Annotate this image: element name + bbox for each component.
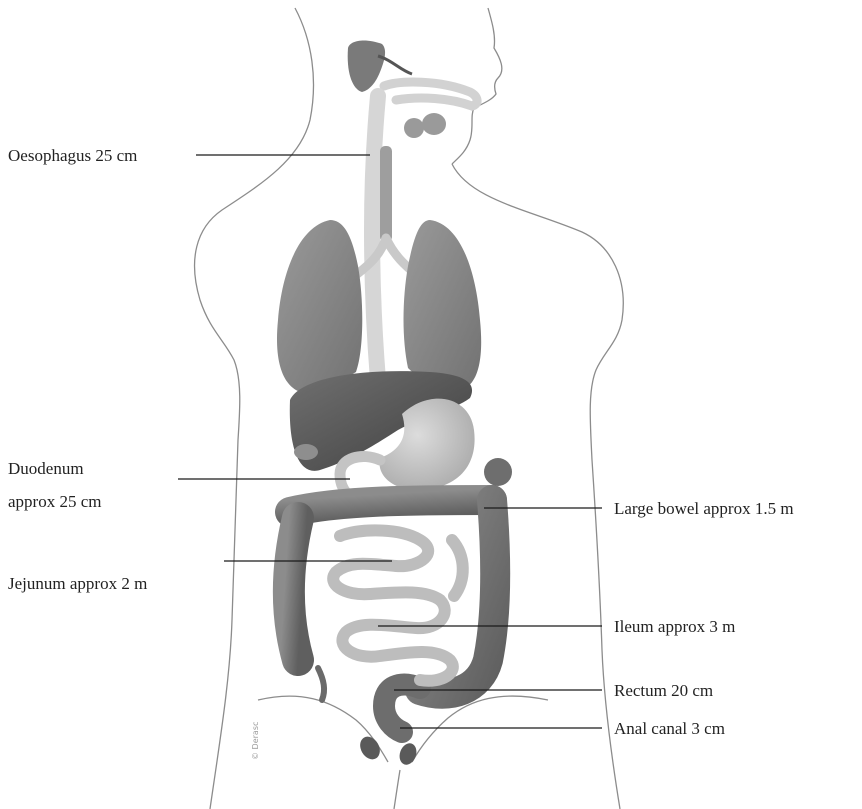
jejunum-coil <box>333 530 440 600</box>
copyright-credit: © Derasc <box>251 722 260 760</box>
ileum-coil <box>342 600 452 681</box>
parotid-gland <box>348 41 385 92</box>
duodenum-length-label: approx 25 cm <box>8 492 101 511</box>
ileum-label: Ileum approx 3 m <box>614 617 735 636</box>
sublingual-gland <box>422 113 446 135</box>
oral-cavity <box>384 82 477 106</box>
rectum-label: Rectum 20 cm <box>614 681 713 700</box>
jejunum-label: Jejunum approx 2 m <box>8 574 147 593</box>
splenic-flexure <box>484 458 512 486</box>
oesophagus-label: Oesophagus 25 cm <box>8 146 137 165</box>
leg-divider-outline <box>394 770 400 809</box>
salivary-glands <box>348 41 477 138</box>
duodenum-label: Duodenum <box>8 459 84 478</box>
large-bowel-shape <box>289 458 512 700</box>
submandibular-gland <box>404 118 424 138</box>
transverse-colon <box>290 500 492 512</box>
salivary-duct <box>378 56 412 74</box>
small-bowel-right-coil <box>452 540 463 596</box>
anal-canal-right <box>397 741 420 767</box>
ascending-colon <box>289 518 298 660</box>
gallbladder <box>294 444 318 460</box>
small-bowel <box>333 530 463 680</box>
trachea <box>380 146 392 242</box>
left-lung <box>277 220 362 393</box>
right-lung <box>404 220 482 390</box>
appendix <box>318 668 324 700</box>
large-bowel-label: Large bowel approx 1.5 m <box>614 499 794 518</box>
anal-canal-label: Anal canal 3 cm <box>614 719 725 738</box>
rectum <box>384 685 420 732</box>
